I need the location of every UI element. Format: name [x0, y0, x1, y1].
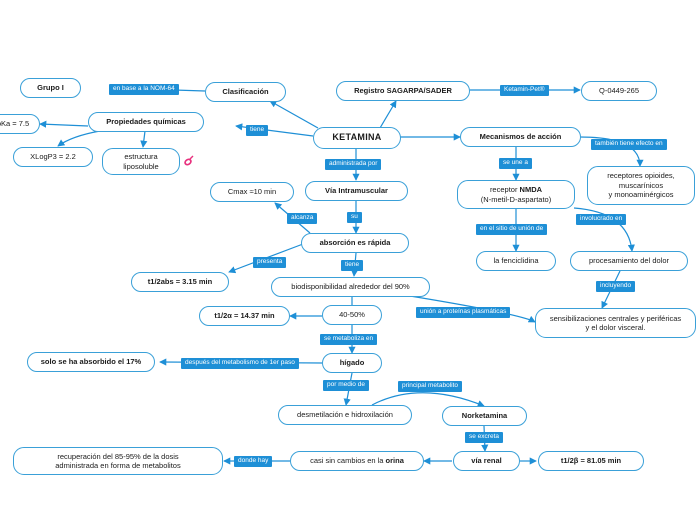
nmda-bold: NMDA — [519, 185, 543, 195]
label-por-medio: por medio de — [323, 380, 369, 391]
label-alcanza: alcanza — [287, 213, 318, 224]
label-se-excreta: se excreta — [465, 432, 503, 443]
label-se-une-a: se une a — [499, 158, 532, 169]
label-incluyendo: incluyendo — [596, 281, 636, 292]
node-t12abs[interactable]: t1/2abs = 3.15 min — [131, 272, 229, 292]
node-text: biodisponibilidad alrededor del 90% — [291, 282, 410, 292]
node-text: Propiedades químicas — [106, 117, 186, 127]
node-t12b[interactable]: t1/2β = 81.05 min — [538, 451, 644, 471]
label-ketamin-pet: Ketamin-Pet® — [500, 85, 549, 96]
node-via-renal[interactable]: vía renal — [453, 451, 520, 471]
node-absorcion-rapida[interactable]: absorción es rápida — [301, 233, 409, 253]
label-tiene-2: tiene — [341, 260, 364, 271]
node-sensibilizaciones[interactable]: sensibilizaciones centrales y periférica… — [535, 308, 696, 338]
node-text-line-1: receptores opioides, — [607, 171, 675, 181]
node-text: la fenciclidina — [493, 256, 539, 266]
node-text-line-1: sensibilizaciones centrales y periférica… — [549, 313, 682, 323]
node-text: Grupo I — [37, 83, 64, 93]
label-donde-hay: donde hay — [234, 456, 273, 467]
node-text: t1/2α = 14.37 min — [214, 311, 275, 321]
label-sitio-union: en el sitio de unión de — [476, 224, 548, 235]
label-se-metaboliza: se metaboliza en — [320, 334, 378, 345]
node-text-line-2: muscarínicos — [618, 180, 664, 190]
node-text: Q-0449-265 — [598, 86, 640, 96]
label-tambien: también tiene efecto en — [591, 139, 667, 150]
label-despues-metabolismo: después del metabolismo de 1er paso — [181, 358, 299, 369]
node-receptor-nmda[interactable]: receptor NMDA (N-metil-D-aspartato) — [457, 180, 575, 209]
orina-prefix: casi sin cambios en la — [310, 456, 386, 466]
label-nom64: en base a la NOM-64 — [109, 84, 179, 95]
node-text: hígado — [339, 358, 365, 368]
label-su: su — [347, 212, 362, 223]
node-text-line-1: estructura — [124, 152, 158, 162]
node-t12a[interactable]: t1/2α = 14.37 min — [199, 306, 290, 326]
node-text: Cmax ≈10 min — [227, 187, 277, 197]
node-receptores-opioides[interactable]: receptores opioides, muscarínicos y mono… — [587, 166, 695, 205]
node-estructura-liposoluble[interactable]: estructura liposoluble — [102, 148, 180, 175]
orina-bold: orina — [385, 456, 404, 466]
node-higado[interactable]: hígado — [322, 353, 382, 373]
node-text-line-1: receptor NMDA — [490, 185, 542, 194]
node-text-line-2: (N-metil-D-aspartato) — [480, 194, 552, 204]
node-via-intramuscular[interactable]: Vía Intramuscular — [305, 181, 408, 201]
label-tiene-1: tiene — [246, 125, 269, 136]
node-mecanismos-accion[interactable]: Mecanismos de acción — [460, 127, 581, 147]
node-text: casi sin cambios en la orina — [310, 456, 404, 465]
node-q0449[interactable]: Q-0449-265 — [581, 81, 657, 101]
node-sin-cambios-orina[interactable]: casi sin cambios en la orina — [290, 451, 424, 471]
node-text-line-2: liposoluble — [123, 161, 159, 171]
label-administrada-por: administrada por — [325, 159, 382, 170]
node-text: procesamiento del dolor — [588, 256, 670, 266]
node-text: t1/2β = 81.05 min — [560, 456, 622, 466]
node-pka[interactable]: pKa = 7.5 — [0, 114, 40, 134]
node-text: vía renal — [471, 456, 502, 466]
molecule-icon — [184, 155, 194, 166]
node-40-50[interactable]: 40-50% — [322, 305, 382, 325]
node-desmetilacion[interactable]: desmetilación e hidroxilación — [278, 405, 412, 425]
node-text: Norketamina — [461, 411, 508, 421]
node-text: Mecanismos de acción — [479, 132, 562, 142]
node-text: KETAMINA — [332, 132, 382, 143]
label-involucrado: involucrado en — [576, 214, 627, 225]
label-principal-metabolito: principal metabolito — [398, 381, 463, 392]
node-clasificacion[interactable]: Clasificación — [205, 82, 286, 102]
node-text: Clasificación — [222, 87, 269, 97]
node-xlogp[interactable]: XLogP3 = 2.2 — [13, 147, 93, 167]
node-text-line-2: administrada en forma de metabolitos — [55, 461, 181, 470]
node-text: pKa = 7.5 — [0, 119, 30, 129]
node-text: XLogP3 = 2.2 — [30, 152, 76, 162]
node-recuperacion[interactable]: recuperación del 85-95% de la dosis admi… — [13, 447, 223, 475]
node-cmax[interactable]: Cmax ≈10 min — [210, 182, 294, 202]
nmda-prefix: receptor — [489, 185, 520, 195]
node-text: Registro SAGARPA/SADER — [354, 86, 452, 96]
node-propiedades-quimicas[interactable]: Propiedades químicas — [88, 112, 204, 132]
node-ketamina[interactable]: KETAMINA — [313, 127, 401, 149]
label-union-proteinas: unión a proteínas plasmáticas — [416, 307, 511, 318]
node-text-line-3: y monoaminérgicos — [608, 190, 674, 200]
node-norketamina[interactable]: Norketamina — [442, 406, 527, 426]
node-text: t1/2abs = 3.15 min — [147, 277, 213, 287]
node-text: desmetilación e hidroxilación — [297, 410, 393, 420]
node-text-line-2: y el dolor visceral. — [585, 323, 646, 332]
node-solo-17[interactable]: solo se ha absorbido el 17% — [27, 352, 155, 372]
node-text: solo se ha absorbido el 17% — [40, 357, 142, 367]
node-fenciclidina[interactable]: la fenciclidina — [476, 251, 556, 271]
node-procesamiento-dolor[interactable]: procesamiento del dolor — [570, 251, 688, 271]
node-text-line-1: recuperación del 85-95% de la dosis — [57, 451, 179, 461]
label-presenta: presenta — [253, 257, 287, 268]
node-grupo-1[interactable]: Grupo I — [20, 78, 81, 98]
node-text: 40-50% — [339, 310, 365, 320]
node-biodisponibilidad[interactable]: biodisponibilidad alrededor del 90% — [271, 277, 430, 297]
node-text: absorción es rápida — [319, 238, 391, 248]
node-text: Vía Intramuscular — [325, 186, 388, 196]
node-registro-sagarpa[interactable]: Registro SAGARPA/SADER — [336, 81, 470, 101]
